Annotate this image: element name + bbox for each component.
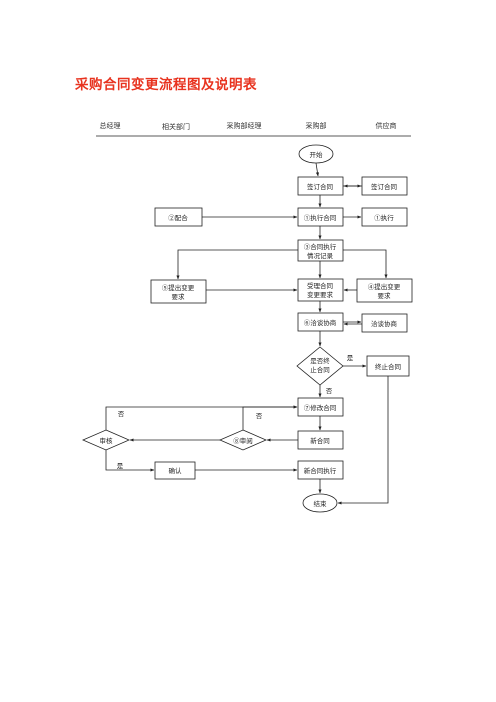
dept-propose-label-2: 要求 [172,292,186,301]
sign-contract-supplier-label: 签订合同 [371,182,397,191]
approve-label: 审核 [100,436,114,445]
edge-record-supplier [343,249,388,279]
new-contract-label: 新合同 [310,436,330,445]
execute-new-label: 新合同执行 [304,466,337,475]
edge-label-yes-terminate: 是 [347,354,354,362]
start-label: 开始 [310,150,324,159]
edge-label-no-approve: 否 [118,410,125,418]
confirm-label: 确认 [169,466,183,475]
accept-change-label-2: 变更要求 [307,290,334,299]
column-header-purchasing-dept: 采购部 [306,121,327,130]
end-node [302,493,338,513]
record-box [297,239,344,262]
edge-start-sign [315,162,320,177]
dept-propose-label-1: ⑤提出变更 [162,283,195,292]
edge-label-yes-approve: 是 [117,462,124,470]
negotiate-supplier-label: 洽谈协商 [371,319,398,328]
edge-label-no-review: 否 [256,412,263,420]
edge-approve-confirm [105,450,155,472]
column-header-gm: 总经理 [100,121,121,130]
execute-supplier-box [361,207,408,227]
edge-approve-no [105,405,298,430]
supplier-propose-label-2: 要求 [378,291,392,300]
column-header-supplier: 供应商 [376,121,397,130]
sign-contract-label: 签订合同 [307,182,333,191]
execute-contract-label: ①执行合同 [304,213,337,222]
edge-label-no-terminate: 否 [326,387,333,395]
modify-contract-label: ⑦修改合同 [304,403,337,412]
dept-propose-box [150,279,207,304]
edge-review-no [242,405,298,430]
supplier-propose-label-1: ④提出变更 [368,282,401,291]
negotiate-label: ⑥洽谈协商 [304,318,337,327]
review-label: ⑧审阅 [233,436,253,445]
execute-new-box [297,460,344,480]
end-label: 结束 [314,499,328,508]
accept-change-box [297,278,344,302]
edge-terminate-end [337,376,389,505]
terminate-label: 终止合同 [375,362,401,371]
edge-record-dept [176,249,298,280]
accept-change-label-1: 受理合同 [307,281,333,290]
confirm-box [154,461,196,480]
column-header-related-dept: 相关部门 [162,122,190,131]
negotiate-supplier-box [361,313,408,333]
execute-supplier-label: ①执行 [374,213,394,222]
record-label-2: 情况记录 [307,251,334,260]
terminate-decision-label-1: 是否终 [310,356,330,365]
supplier-propose-box [356,278,413,303]
record-label-1: ③合同执行 [304,242,337,251]
modify-contract-box [297,397,344,417]
column-header-purchasing-manager: 采购部经理 [227,121,262,130]
page-title: 采购合同变更流程图及说明表 [75,77,257,93]
review-decision [218,429,268,451]
terminate-decision-label-2: 止合同 [310,365,330,374]
cooperate-label: ②配合 [168,213,188,222]
